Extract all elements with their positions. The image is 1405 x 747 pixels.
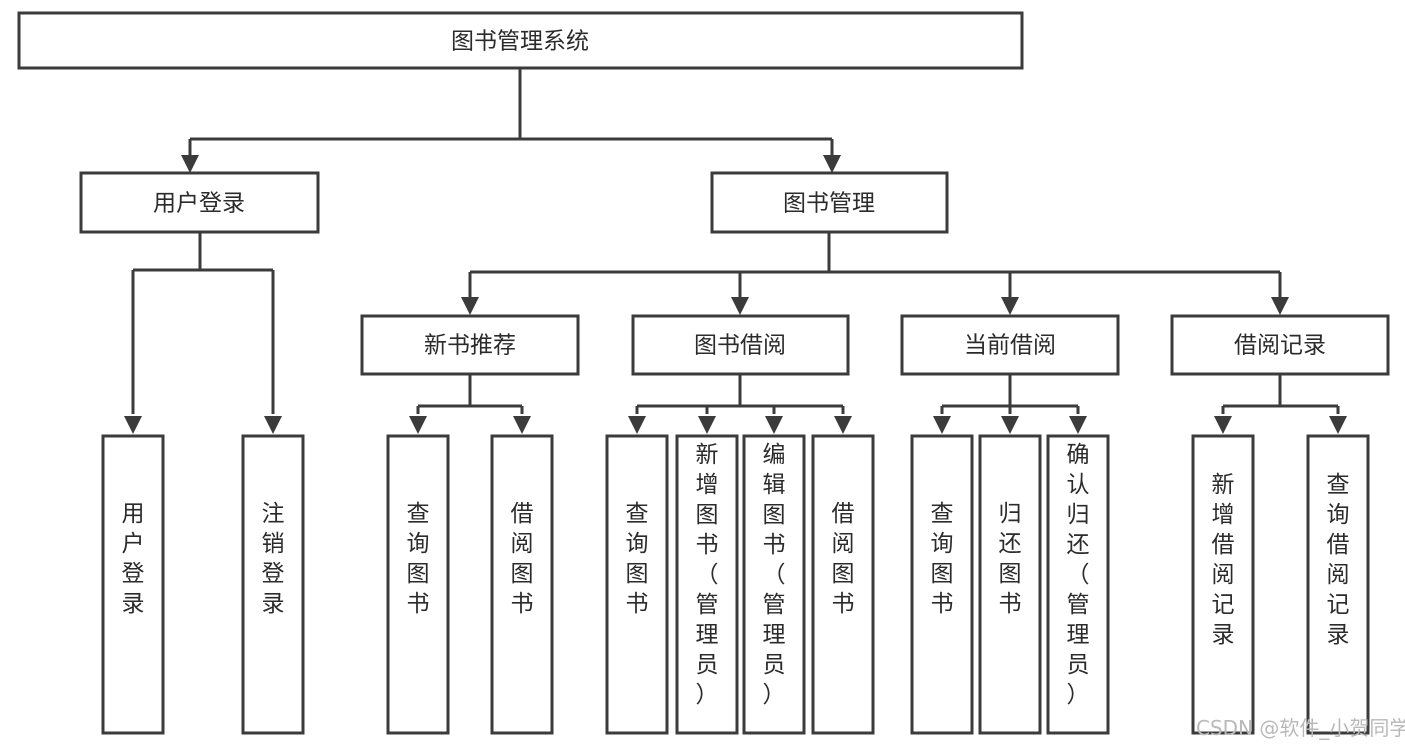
node-leaf-query-book-3[interactable]: 查询图书 — [910, 434, 974, 735]
node-user-login-box[interactable] — [79, 171, 320, 234]
node-leaf-user-login[interactable]: 用户登录 — [101, 434, 165, 735]
node-leaf-query-book-3-box[interactable] — [910, 434, 974, 735]
arrow-user-login-leaf-2 — [264, 416, 282, 434]
node-book-manage-label: 图书管理 — [783, 191, 875, 217]
arrow-bb-leaf-4 — [834, 416, 852, 434]
node-borrow-record[interactable]: 借阅记录 — [1170, 314, 1390, 376]
node-leaf-query-record[interactable]: 查询借阅记录 — [1306, 434, 1370, 735]
arrow-cb-leaf-2 — [1001, 416, 1019, 434]
arrow-bm-borrow-record — [1271, 297, 1289, 315]
node-user-login[interactable]: 用户登录 — [79, 171, 320, 234]
node-leaf-query-record-label: 查询借阅记录 — [1327, 472, 1350, 648]
csdn-watermark: CSDN @软件_小贺同学 — [1196, 716, 1405, 740]
node-leaf-query-book-2[interactable]: 查询图书 — [605, 434, 669, 735]
node-leaf-borrow-book-2-label: 借阅图书 — [832, 501, 855, 617]
node-leaf-return-book[interactable]: 归还图书 — [978, 434, 1042, 735]
node-root-box[interactable] — [17, 11, 1024, 70]
node-leaf-add-book-label: 新增图书（管理员） — [696, 442, 719, 708]
node-leaf-user-login-label: 用户登录 — [122, 501, 145, 617]
node-leaf-user-login-box[interactable] — [101, 434, 165, 735]
arrow-br-leaf-2 — [1329, 416, 1347, 434]
node-leaf-user-logout-box[interactable] — [241, 434, 305, 735]
node-leaf-query-book-2-label: 查询图书 — [626, 501, 649, 617]
node-leaf-borrow-book-2-box[interactable] — [811, 434, 875, 735]
arrow-bb-leaf-2 — [698, 416, 716, 434]
arrow-bb-leaf-3 — [765, 416, 783, 434]
node-leaf-borrow-book-1-box[interactable] — [490, 434, 554, 735]
node-book-manage-box[interactable] — [710, 171, 949, 234]
node-leaf-query-book-1-label: 查询图书 — [407, 501, 430, 617]
node-leaf-add-book[interactable]: 新增图书（管理员） — [675, 434, 739, 735]
node-leaf-edit-book-box[interactable] — [742, 434, 806, 735]
arrow-bm-current-borrow — [1001, 297, 1019, 315]
node-leaf-user-logout-label: 注销登录 — [262, 501, 285, 617]
node-leaf-add-record-box[interactable] — [1191, 434, 1255, 735]
node-leaf-query-book-1[interactable]: 查询图书 — [386, 434, 450, 735]
node-leaf-user-logout[interactable]: 注销登录 — [241, 434, 305, 735]
node-current-borrow-label: 当前借阅 — [964, 333, 1056, 359]
arrow-bm-book-borrow — [731, 297, 749, 315]
connector-layer — [124, 68, 1347, 434]
node-leaf-query-record-box[interactable] — [1306, 434, 1370, 735]
node-leaf-add-record[interactable]: 新增借阅记录 — [1191, 434, 1255, 735]
arrow-root-to-book-manage — [823, 155, 841, 173]
node-leaf-query-book-1-box[interactable] — [386, 434, 450, 735]
node-current-borrow-box[interactable] — [900, 314, 1120, 376]
node-leaf-edit-book[interactable]: 编辑图书（管理员） — [742, 434, 806, 735]
node-root-label: 图书管理系统 — [451, 29, 589, 55]
arrow-bm-new-book — [461, 297, 479, 315]
node-leaf-borrow-book-1[interactable]: 借阅图书 — [490, 434, 554, 735]
arrow-nb-leaf-2 — [513, 416, 531, 434]
arrow-nb-leaf-1 — [409, 416, 427, 434]
node-leaf-confirm-return-label: 确认归还（管理员） — [1067, 442, 1090, 708]
node-borrow-record-box[interactable] — [1170, 314, 1390, 376]
node-new-book-recommend-box[interactable] — [360, 314, 580, 376]
node-leaf-confirm-return-box[interactable] — [1046, 434, 1110, 735]
node-leaf-edit-book-label: 编辑图书（管理员） — [763, 442, 786, 708]
node-leaf-add-record-label: 新增借阅记录 — [1212, 472, 1235, 648]
node-current-borrow[interactable]: 当前借阅 — [900, 314, 1120, 376]
node-leaf-confirm-return[interactable]: 确认归还（管理员） — [1046, 434, 1110, 735]
node-leaf-query-book-2-box[interactable] — [605, 434, 669, 735]
node-user-login-label: 用户登录 — [153, 191, 245, 217]
node-leaf-borrow-book-1-label: 借阅图书 — [511, 501, 534, 617]
node-leaf-return-book-label: 归还图书 — [999, 501, 1022, 617]
node-leaf-return-book-box[interactable] — [978, 434, 1042, 735]
arrow-cb-leaf-3 — [1069, 416, 1087, 434]
node-root[interactable]: 图书管理系统 — [17, 11, 1024, 70]
arrow-br-leaf-1 — [1214, 416, 1232, 434]
node-book-borrow-box[interactable] — [631, 314, 850, 376]
node-new-book-recommend[interactable]: 新书推荐 — [360, 314, 580, 376]
arrow-root-to-user-login — [181, 155, 199, 173]
node-book-manage[interactable]: 图书管理 — [710, 171, 949, 234]
arrow-bb-leaf-1 — [628, 416, 646, 434]
node-leaf-add-book-box[interactable] — [675, 434, 739, 735]
arrow-user-login-leaf-1 — [124, 416, 142, 434]
node-new-book-recommend-label: 新书推荐 — [424, 333, 516, 359]
node-leaf-borrow-book-2[interactable]: 借阅图书 — [811, 434, 875, 735]
node-book-borrow[interactable]: 图书借阅 — [631, 314, 850, 376]
arrow-cb-leaf-1 — [933, 416, 951, 434]
node-leaf-query-book-3-label: 查询图书 — [931, 501, 954, 617]
node-book-borrow-label: 图书借阅 — [694, 333, 786, 359]
node-borrow-record-label: 借阅记录 — [1234, 333, 1326, 359]
